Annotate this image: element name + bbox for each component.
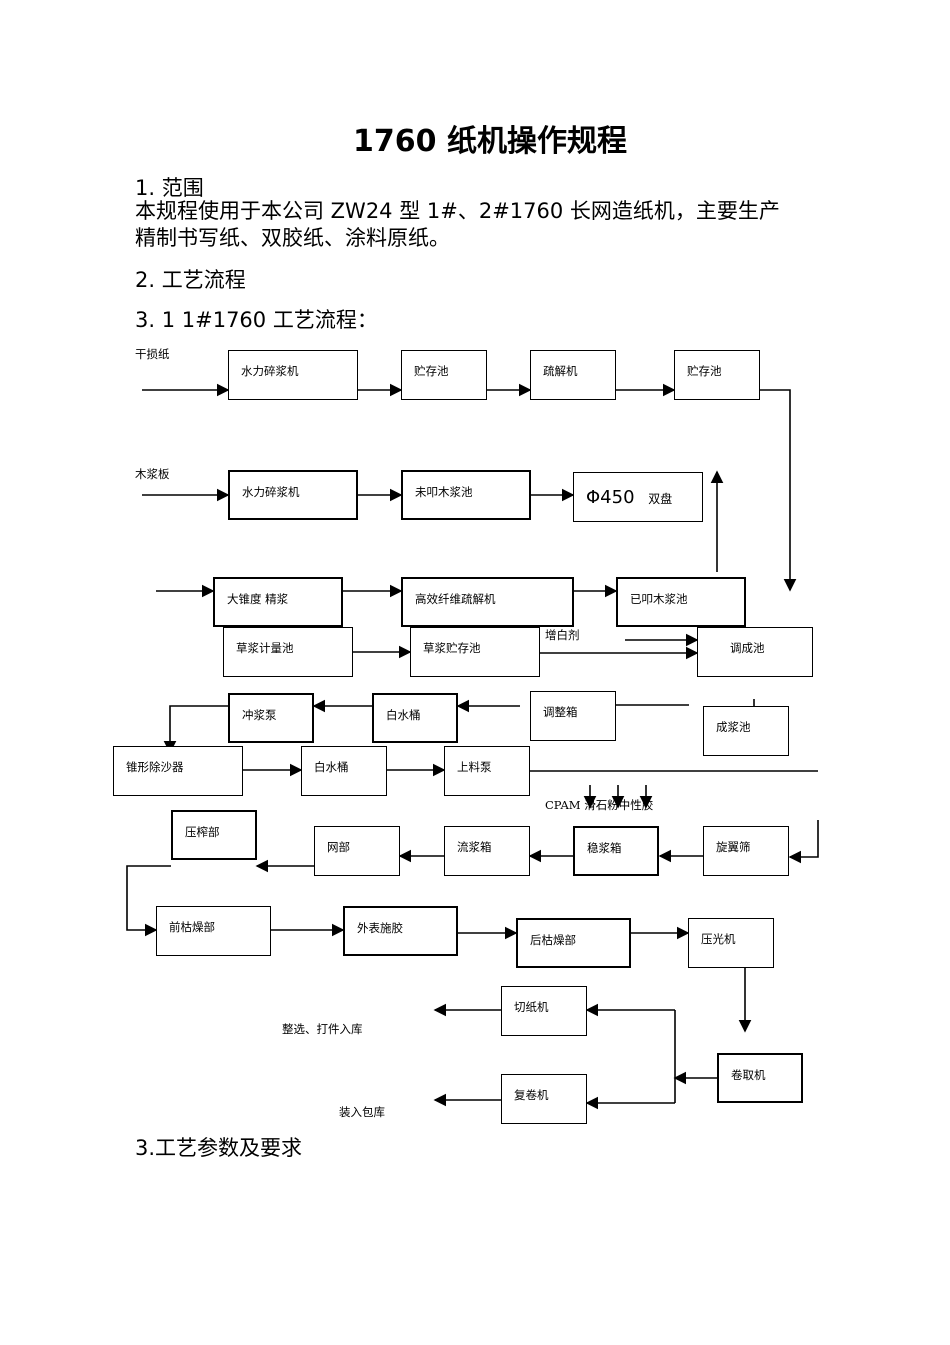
box-size-press: 外表施胶: [343, 906, 458, 956]
output-sort-pack: 整选、打件入库: [282, 1022, 363, 1036]
section-heading-scope: 1. 范围: [135, 176, 204, 200]
box-straw-metering: 草浆计量池: [223, 627, 353, 677]
input-additives: CPAM 滑石粉中性胶: [545, 798, 654, 812]
box-straw-storage: 草浆贮存池: [410, 627, 540, 677]
section-heading-params: 3.工艺参数及要求: [135, 1136, 303, 1160]
box-unbeaten-chest: 未叩木浆池: [401, 470, 531, 520]
box-calender: 压光机: [688, 918, 774, 968]
box-rewinder: 复卷机: [501, 1074, 587, 1124]
scope-text-line2: 精制书写纸、双胶纸、涂料原纸。: [135, 226, 450, 250]
box-storage-2: 贮存池: [674, 350, 760, 400]
box-reel: 卷取机: [717, 1053, 803, 1103]
box-feed-pump: 上料泵: [444, 746, 530, 796]
box-pre-dryer: 前枯燥部: [156, 906, 271, 956]
box-conical-refiner: 大锥度 精浆: [213, 577, 343, 627]
box-press: 压榨部: [171, 810, 257, 860]
output-pack-store: 装入包库: [339, 1105, 385, 1119]
box-stuff-box: 稳浆箱: [573, 826, 659, 876]
input-dry-broke: 干损纸: [135, 347, 170, 361]
input-wood-pulp-board: 木浆板: [135, 467, 170, 481]
box-after-dryer: 后枯燥部: [516, 918, 631, 968]
box-white-water-2: 白水桶: [301, 746, 387, 796]
box-double-disc-refiner: Φ450 双盘: [573, 472, 703, 522]
box-beaten-chest: 已叩木浆池: [616, 577, 746, 627]
box-wire: 网部: [314, 826, 400, 876]
section-heading-flow: 3. 1 1#1760 工艺流程：: [135, 308, 378, 332]
box-white-water-1: 白水桶: [372, 693, 458, 743]
box-storage-1: 贮存池: [401, 350, 487, 400]
refiner-name: Φ450: [586, 487, 635, 508]
box-deflaker: 疏解机: [530, 350, 616, 400]
box-cutter: 切纸机: [501, 986, 587, 1036]
refiner-sub: 双盘: [648, 492, 673, 506]
box-hydrapulper-1: 水力碎浆机: [228, 350, 358, 400]
box-fiber-deflaker: 高效纤维疏解机: [401, 577, 574, 627]
box-screen: 旋翼筛: [703, 826, 789, 876]
box-machine-chest: 成浆池: [703, 706, 789, 756]
scope-text-line1: 本规程使用于本公司 ZW24 型 1#、2#1760 长网造纸机，主要生产: [135, 199, 780, 223]
section-heading-process: 2. 工艺流程: [135, 268, 246, 292]
box-cleaner: 锥形除沙器: [113, 746, 243, 796]
box-blend-chest: 调成池: [697, 627, 813, 677]
box-adjust-box: 调整箱: [530, 691, 616, 741]
input-brightener: 增白剂: [545, 628, 580, 642]
box-fan-pump: 冲浆泵: [228, 693, 314, 743]
page-title: 1760 纸机操作规程: [353, 124, 627, 159]
box-hydrapulper-2: 水力碎浆机: [228, 470, 358, 520]
box-headbox: 流浆箱: [444, 826, 530, 876]
